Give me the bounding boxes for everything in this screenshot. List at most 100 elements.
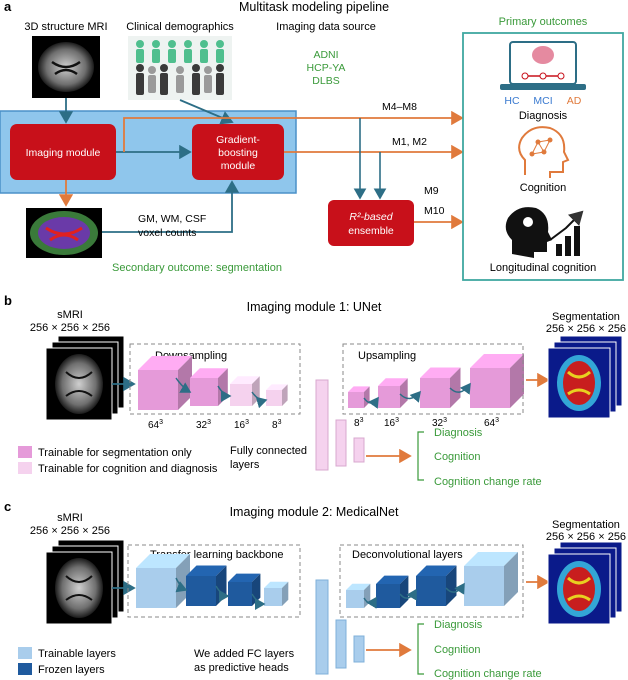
legend-cog: Trainable for cognition and diagnosis	[38, 463, 218, 475]
downsampling-box	[129, 343, 301, 415]
layer-cube	[266, 384, 288, 406]
class-ad: AD	[567, 95, 582, 107]
layer-cube	[348, 386, 370, 408]
primary-outcomes-box	[462, 32, 624, 281]
output-change-rate: Cognition change rate	[434, 476, 542, 488]
output-bracket	[417, 431, 424, 481]
ensemble-line2: ensemble	[348, 225, 394, 237]
voxel-line2: voxel counts	[138, 227, 196, 239]
smri-stack-icon	[45, 539, 125, 625]
flow-arrow	[445, 582, 465, 595]
fc-layer	[353, 635, 365, 663]
legend-swatch-seg	[18, 446, 32, 458]
layer-cube	[378, 378, 408, 408]
arrow-voxels-to-gb	[102, 180, 240, 233]
route-m10: M10	[424, 205, 445, 217]
medicalnet-cubes	[136, 552, 518, 610]
gb-module-line3: module	[221, 160, 256, 172]
fc-label-line2: layers	[230, 459, 260, 471]
layer-cube	[346, 583, 371, 608]
outcome-longitudinal: Longitudinal cognition	[490, 262, 596, 274]
seg-dims: 256 × 256 × 256	[546, 323, 626, 335]
fc-layer	[335, 619, 347, 669]
class-hc: HC	[504, 95, 520, 107]
outcome-cognition: Cognition	[520, 182, 566, 194]
panel-title: Imaging module 2: MedicalNet	[230, 505, 399, 519]
gb-module-line1: Gradient-	[216, 134, 260, 146]
flow-arrow	[215, 585, 230, 602]
flow-arrow	[363, 596, 377, 609]
outcome-diagnosis: Diagnosis	[519, 110, 568, 122]
fc-layer	[315, 579, 329, 675]
smri-stack-icon	[45, 335, 125, 421]
layer-cube	[464, 552, 518, 606]
output-cognition: Cognition	[434, 644, 480, 656]
fc-label-line1: We added FC layers	[194, 648, 295, 660]
flow-arrow	[399, 390, 421, 403]
deconv-label: Deconvolutional layers	[352, 549, 463, 561]
smri-dims: 256 × 256 × 256	[30, 322, 110, 334]
output-cognition: Cognition	[434, 451, 480, 463]
seg-dims: 256 × 256 × 256	[546, 531, 626, 543]
class-mci: MCI	[533, 95, 552, 107]
output-change-rate: Cognition change rate	[434, 668, 542, 680]
deconv-box	[339, 544, 524, 618]
head-growth-icon	[505, 207, 584, 258]
panel-letter: a	[4, 0, 12, 14]
voxel-line1: GM, WM, CSF	[138, 213, 206, 225]
segmentation-brain-icon	[26, 208, 102, 258]
backbone-box	[127, 544, 301, 618]
layer-cube	[190, 368, 228, 406]
size-label: 83	[272, 419, 282, 431]
ensemble-box	[328, 200, 414, 246]
segmentation-stack-icon	[547, 541, 623, 625]
layer-cube	[264, 581, 289, 606]
seg-label: Segmentation	[552, 519, 620, 531]
source-dlbs: DLBS	[312, 75, 339, 87]
smri-dims: 256 × 256 × 256	[30, 525, 110, 537]
fc-label-line1: Fully connected	[230, 445, 307, 457]
panel-letter: c	[4, 499, 11, 514]
panel-title: Imaging module 1: UNet	[247, 300, 382, 314]
source-title: Imaging data source	[276, 21, 376, 33]
size-label: 643	[484, 417, 499, 429]
gb-module-line2: boosting	[218, 147, 258, 159]
legend-frozen: Frozen layers	[38, 664, 105, 676]
head-network-icon	[518, 126, 570, 178]
layer-cube	[420, 367, 461, 408]
arrow-m4m8	[123, 110, 464, 152]
panel-c: c Imaging module 2: MedicalNet sMRI 256 …	[4, 499, 626, 680]
upsampling-label: Upsampling	[358, 350, 416, 362]
seg-label: Segmentation	[552, 311, 620, 323]
laptop-brain-icon	[500, 41, 586, 90]
legend-swatch-cog	[18, 462, 32, 474]
panel-b: b Imaging module 1: UNet sMRI 256 × 256 …	[4, 293, 626, 488]
route-m9: M9	[424, 185, 439, 197]
people-icon	[128, 36, 232, 100]
upsampling-box	[342, 343, 524, 415]
unet-cubes	[138, 354, 524, 410]
brain-mri-icon	[32, 36, 100, 98]
layer-cube	[138, 356, 192, 410]
size-label: 323	[196, 419, 211, 431]
panel-letter: b	[4, 293, 12, 308]
imaging-module-label: Imaging module	[26, 147, 101, 159]
output-bracket	[417, 623, 424, 675]
gb-module-box	[192, 124, 284, 180]
flow-arrow	[449, 382, 471, 395]
fc-layer	[315, 379, 329, 471]
panel-a: a Multitask modeling pipeline 3D structu…	[0, 0, 624, 281]
smri-label: sMRI	[57, 512, 83, 524]
layer-cube	[230, 376, 260, 406]
layer-cube	[136, 554, 190, 608]
layer-cube	[416, 565, 457, 606]
flow-arrow	[251, 391, 268, 409]
route-m4m8: M4–M8	[382, 101, 417, 113]
layer-cube	[228, 573, 261, 606]
legend-swatch-frozen	[18, 663, 32, 675]
panel-title: Multitask modeling pipeline	[239, 0, 389, 14]
source-hcp: HCP-YA	[307, 62, 346, 74]
size-label: 83	[354, 417, 364, 429]
layer-cube	[470, 354, 524, 408]
route-m1m2: M1, M2	[392, 136, 427, 148]
